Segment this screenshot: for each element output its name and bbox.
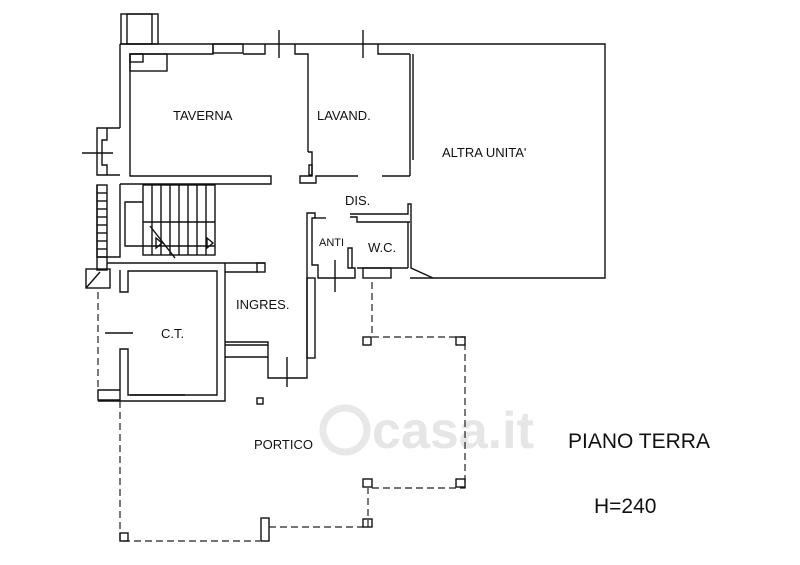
height-label: H=240 [594,495,656,518]
room-label-ct: C.T. [161,326,184,341]
walls [82,13,606,405]
room-label-anti: ANTI [319,237,344,249]
room-label-ingresso: INGRES. [236,297,289,312]
room-label-lavanderia: LAVAND. [317,108,371,123]
floor-label: PIANO TERRA [568,430,710,453]
room-label-taverna: TAVERNA [173,108,233,123]
svg-text:casa.it: casa.it [372,402,534,460]
room-label-dis: DIS. [345,193,370,208]
staircase [96,184,216,271]
room-label-altra-unita: ALTRA UNITA' [442,145,526,160]
room-label-portico: PORTICO [254,437,313,452]
watermark-logo: casa.it [319,402,534,460]
portico-outline [97,278,466,542]
room-label-wc: W.C. [368,240,396,255]
